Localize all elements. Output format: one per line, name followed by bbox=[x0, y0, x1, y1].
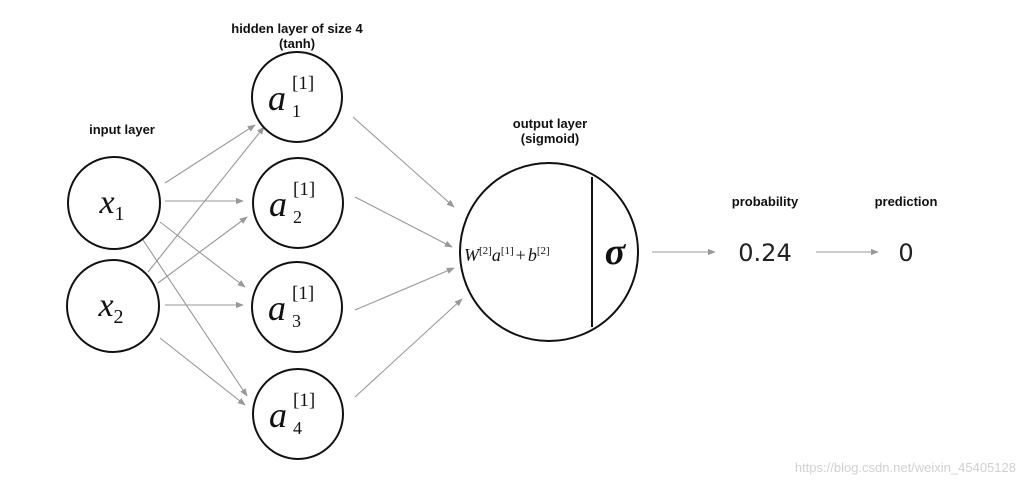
hidden-node-a2-sub: 2 bbox=[293, 207, 302, 227]
hidden-node-a1-base: a bbox=[268, 78, 286, 118]
input-node-x1: x1 bbox=[67, 156, 161, 250]
hidden-node-a1-sup: [1] bbox=[292, 73, 314, 94]
hidden-node-a3-sup: [1] bbox=[292, 283, 314, 304]
probability-value: 0.24 bbox=[738, 239, 791, 267]
hidden-node-a4: a [1] 4 bbox=[252, 368, 344, 460]
arrow-x2-a4 bbox=[159, 337, 246, 406]
input-layer-label: input layer bbox=[89, 122, 155, 137]
hidden-node-a1: a [1] 1 bbox=[251, 51, 343, 143]
arrow-a1-output bbox=[352, 116, 455, 208]
hidden-node-a4-base: a bbox=[269, 395, 287, 435]
hidden-node-a2-sup: [1] bbox=[293, 179, 315, 200]
input-node-x1-label: x1 bbox=[98, 184, 124, 225]
hidden-node-a2-base: a bbox=[269, 184, 287, 224]
output-node: W[2]a[1]+b[2] σ bbox=[459, 162, 639, 342]
hidden-node-a1-sub: 1 bbox=[292, 101, 301, 121]
output-linear-formula: W[2]a[1]+b[2] bbox=[464, 245, 550, 265]
output-layer-label: output layer bbox=[513, 116, 587, 131]
arrow-x1-a4 bbox=[142, 239, 248, 397]
arrow-a3-output bbox=[354, 267, 455, 311]
arrow-a4-output bbox=[354, 298, 463, 398]
arrow-x2-a2 bbox=[157, 216, 248, 284]
arrow-x1-a1 bbox=[164, 124, 256, 184]
hidden-node-a4-sup: [1] bbox=[293, 390, 315, 411]
sigma-symbol: σ bbox=[605, 231, 627, 273]
prediction-label: prediction bbox=[875, 194, 938, 209]
prediction-value: 0 bbox=[898, 239, 913, 267]
input-node-x2: x2 bbox=[66, 259, 160, 353]
hidden-node-a3-base: a bbox=[268, 288, 286, 328]
arrow-x1-a3 bbox=[159, 221, 246, 288]
watermark-url: https://blog.csdn.net/weixin_45405128 bbox=[795, 460, 1016, 475]
hidden-layer-activation-label: (tanh) bbox=[279, 36, 315, 51]
arrow-x2-a1 bbox=[147, 126, 265, 273]
output-layer-activation-label: (sigmoid) bbox=[521, 131, 580, 146]
hidden-to-output-arrows bbox=[352, 116, 463, 398]
arrow-a2-output bbox=[354, 196, 453, 248]
hidden-layer-label: hidden layer of size 4 bbox=[231, 21, 363, 36]
hidden-node-a3: a [1] 3 bbox=[251, 261, 343, 353]
hidden-node-a2: a [1] 2 bbox=[252, 157, 344, 249]
hidden-node-a3-sub: 3 bbox=[292, 311, 301, 331]
probability-label: probability bbox=[732, 194, 799, 209]
input-to-hidden-arrows bbox=[142, 124, 265, 406]
input-node-x2-label: x2 bbox=[97, 287, 123, 328]
hidden-node-a4-sub: 4 bbox=[293, 418, 302, 438]
